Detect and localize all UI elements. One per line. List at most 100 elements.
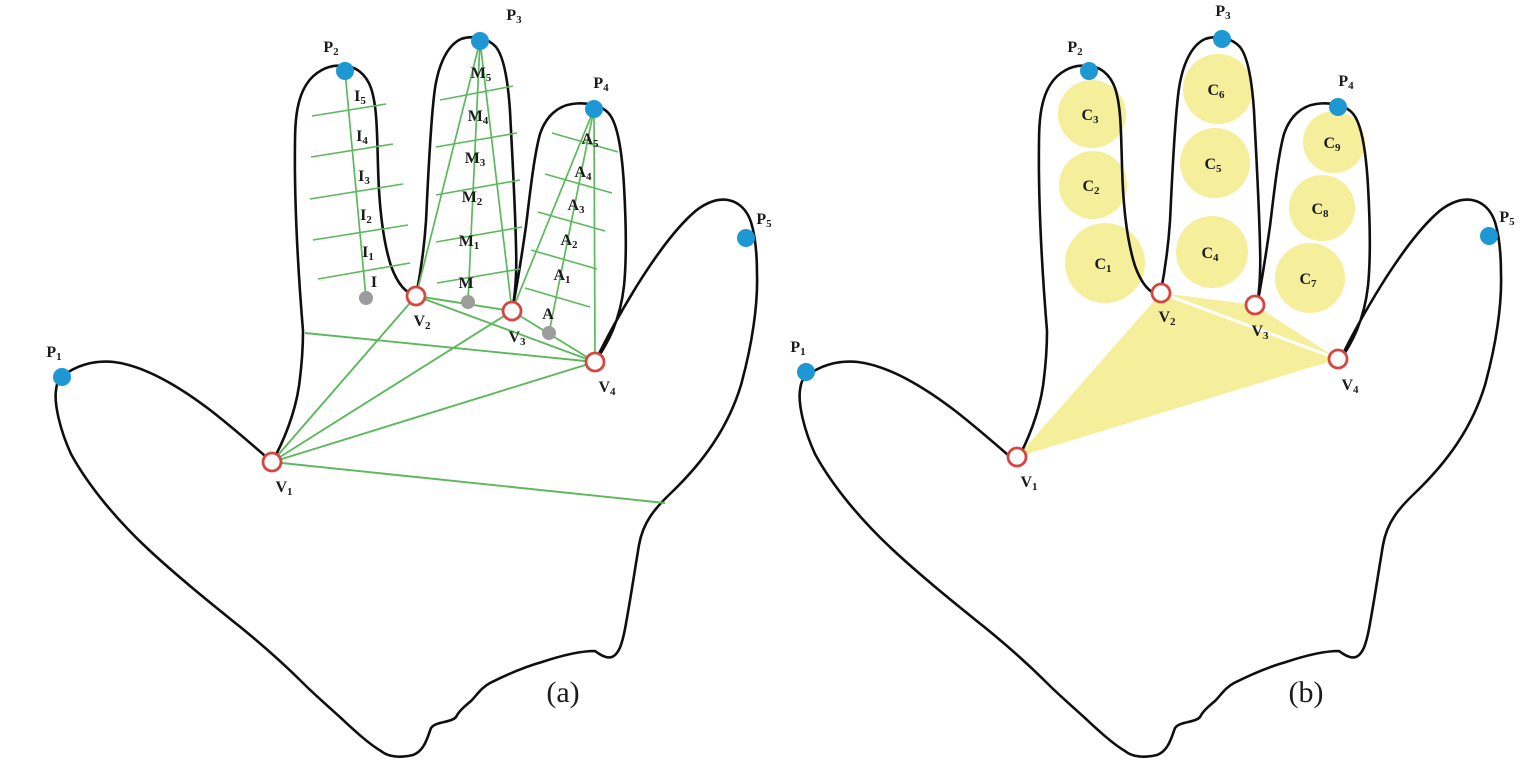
palm-line-8: [304, 332, 596, 363]
panel-a-label-p4: P4: [593, 75, 609, 94]
panel-a-fingertip-p3: [471, 32, 489, 50]
panel-a-phalanx-label-m2: M2: [462, 189, 483, 208]
panel-a-fingertip-p4: [585, 100, 603, 118]
panel-a-fingertip-p5: [737, 229, 755, 247]
finger-fan-line-3: [511, 108, 595, 312]
panel-a-fingertip-p1: [53, 368, 71, 386]
panel-b-label-v3: V3: [1251, 323, 1269, 342]
panel-a-label-p5: P5: [756, 211, 772, 230]
panel-a-phalanx-label-m5: M5: [471, 65, 492, 84]
panel-b-label-p1: P1: [790, 339, 805, 358]
finger-crease-11: [551, 132, 619, 153]
panel-a-phalanx-label-a5: A5: [581, 131, 599, 150]
phalanx-circle-label-c6: C6: [1207, 82, 1225, 101]
panel-a-phalanx-label-i2: I2: [360, 207, 372, 226]
panel-b-label-p3: P3: [1215, 3, 1231, 22]
panel-a-phalanx-label-a3: A3: [567, 197, 585, 216]
hand-a-silhouette: [55, 37, 758, 757]
panel-b-valley-v4: [1327, 348, 1349, 370]
panel-b-label-v1: V1: [1020, 474, 1037, 493]
panel-a-fingertip-p2: [336, 62, 354, 80]
panel-a-phalanx-label-a4: A4: [574, 164, 592, 183]
finger-crease-15: [524, 287, 591, 308]
panel-b-label-p5: P5: [1499, 209, 1515, 228]
panel-a-measurement-lines: [271, 40, 666, 504]
panel-a-label-v1: V1: [275, 479, 292, 498]
phalanx-circle-c5: [1180, 128, 1250, 198]
panel-a-valley-v1: [261, 451, 283, 473]
panel-b-caption: (b): [1289, 676, 1324, 709]
panel-b-fingertip-p1: [797, 363, 815, 381]
phalanx-circle-label-c7: C7: [1299, 271, 1317, 290]
palm-line-3: [271, 361, 596, 463]
phalanx-circle-c3: [1058, 80, 1126, 148]
hand-silhouettes: [55, 37, 1502, 757]
panel-b-valley-v3: [1244, 294, 1266, 316]
panel-b-label-p4: P4: [1338, 73, 1354, 92]
palm-line-2: [271, 310, 513, 463]
phalanx-circle-label-c1: C1: [1094, 256, 1111, 275]
panel-a-label-v2: V2: [413, 313, 431, 332]
phalanx-circle-label-c5: C5: [1204, 156, 1222, 175]
panel-b-valley-v1: [1006, 446, 1028, 468]
phalanx-circle-c2: [1059, 151, 1127, 219]
panel-b-fingertip-p3: [1213, 30, 1231, 48]
finger-fan-line-4: [593, 108, 596, 363]
panel-a-phalanx-label-i5: I5: [354, 88, 366, 107]
palm-line-6: [415, 295, 596, 363]
panel-a-phalanx-label-i1: I1: [362, 244, 374, 263]
panel-b-valley-v2: [1150, 282, 1172, 304]
panel-a-phalanx-label-a: A: [542, 306, 554, 323]
panel-a-label-p3: P3: [506, 7, 522, 26]
finger-crease-6: [439, 85, 514, 101]
phalanx-circle-label-c8: C8: [1311, 201, 1329, 220]
finger-axis-1: [344, 70, 367, 299]
finger-crease-8: [435, 179, 521, 196]
finger-crease-10: [436, 268, 521, 284]
panel-a-label-v3: V3: [508, 329, 526, 348]
panel-b-fingertip-p2: [1080, 62, 1098, 80]
panel-a-finger-base-dot-3: [542, 326, 556, 340]
phalanx-circle-label-c4: C4: [1201, 245, 1219, 264]
panel-a-valley-v4: [584, 351, 606, 373]
panel-b-label-p2: P2: [1067, 39, 1083, 58]
panel-a-phalanx-label-i3: I3: [358, 168, 370, 187]
panel-a-phalanx-label-a1: A1: [553, 267, 570, 286]
finger-fan-line-2: [479, 40, 513, 312]
phalanx-circle-c7: [1275, 243, 1345, 313]
panel-a-label-v4: V4: [598, 379, 616, 398]
triangle-seam: [1160, 291, 1339, 361]
panel-a-label-p2: P2: [323, 39, 339, 58]
panel-a-phalanx-label-a2: A2: [560, 232, 578, 251]
panel-a-valley-v3: [501, 300, 523, 322]
palm-triangle-1: [1017, 293, 1338, 457]
panel-a-phalanx-label-m3: M3: [465, 150, 486, 169]
finger-axis-2: [467, 40, 481, 303]
panel-b-fingertip-p4: [1329, 98, 1347, 116]
panel-a-label-p1: P1: [46, 344, 61, 363]
panel-a-caption: (a): [546, 676, 579, 709]
panel-a-phalanx-label-i: I: [371, 274, 377, 291]
panel-a-phalanx-label-m4: M4: [468, 108, 489, 127]
finger-fan-line-1: [415, 40, 481, 297]
finger-crease-9: [435, 226, 523, 243]
landmark-points: [53, 30, 1498, 473]
phalanx-circle-c4: [1176, 216, 1248, 288]
panel-a-finger-base-dot-2: [461, 295, 475, 309]
panel-a-phalanx-label-m: M: [458, 275, 473, 292]
panel-b-fingertip-p5: [1480, 227, 1498, 245]
phalanx-circle-label-c3: C3: [1081, 107, 1099, 126]
palm-line-1: [271, 295, 417, 463]
phalanx-circle-c1: [1065, 223, 1145, 303]
panel-a-phalanx-label-m1: M1: [459, 233, 480, 252]
panel-a-phalanx-label-i4: I4: [356, 128, 368, 147]
panel-a-finger-base-dot-1: [359, 291, 373, 305]
palm-line-4: [271, 461, 666, 504]
finger-axis-3: [548, 108, 595, 334]
phalanx-circle-label-c9: C9: [1323, 135, 1341, 154]
phalanx-circle-c9: [1303, 111, 1365, 173]
